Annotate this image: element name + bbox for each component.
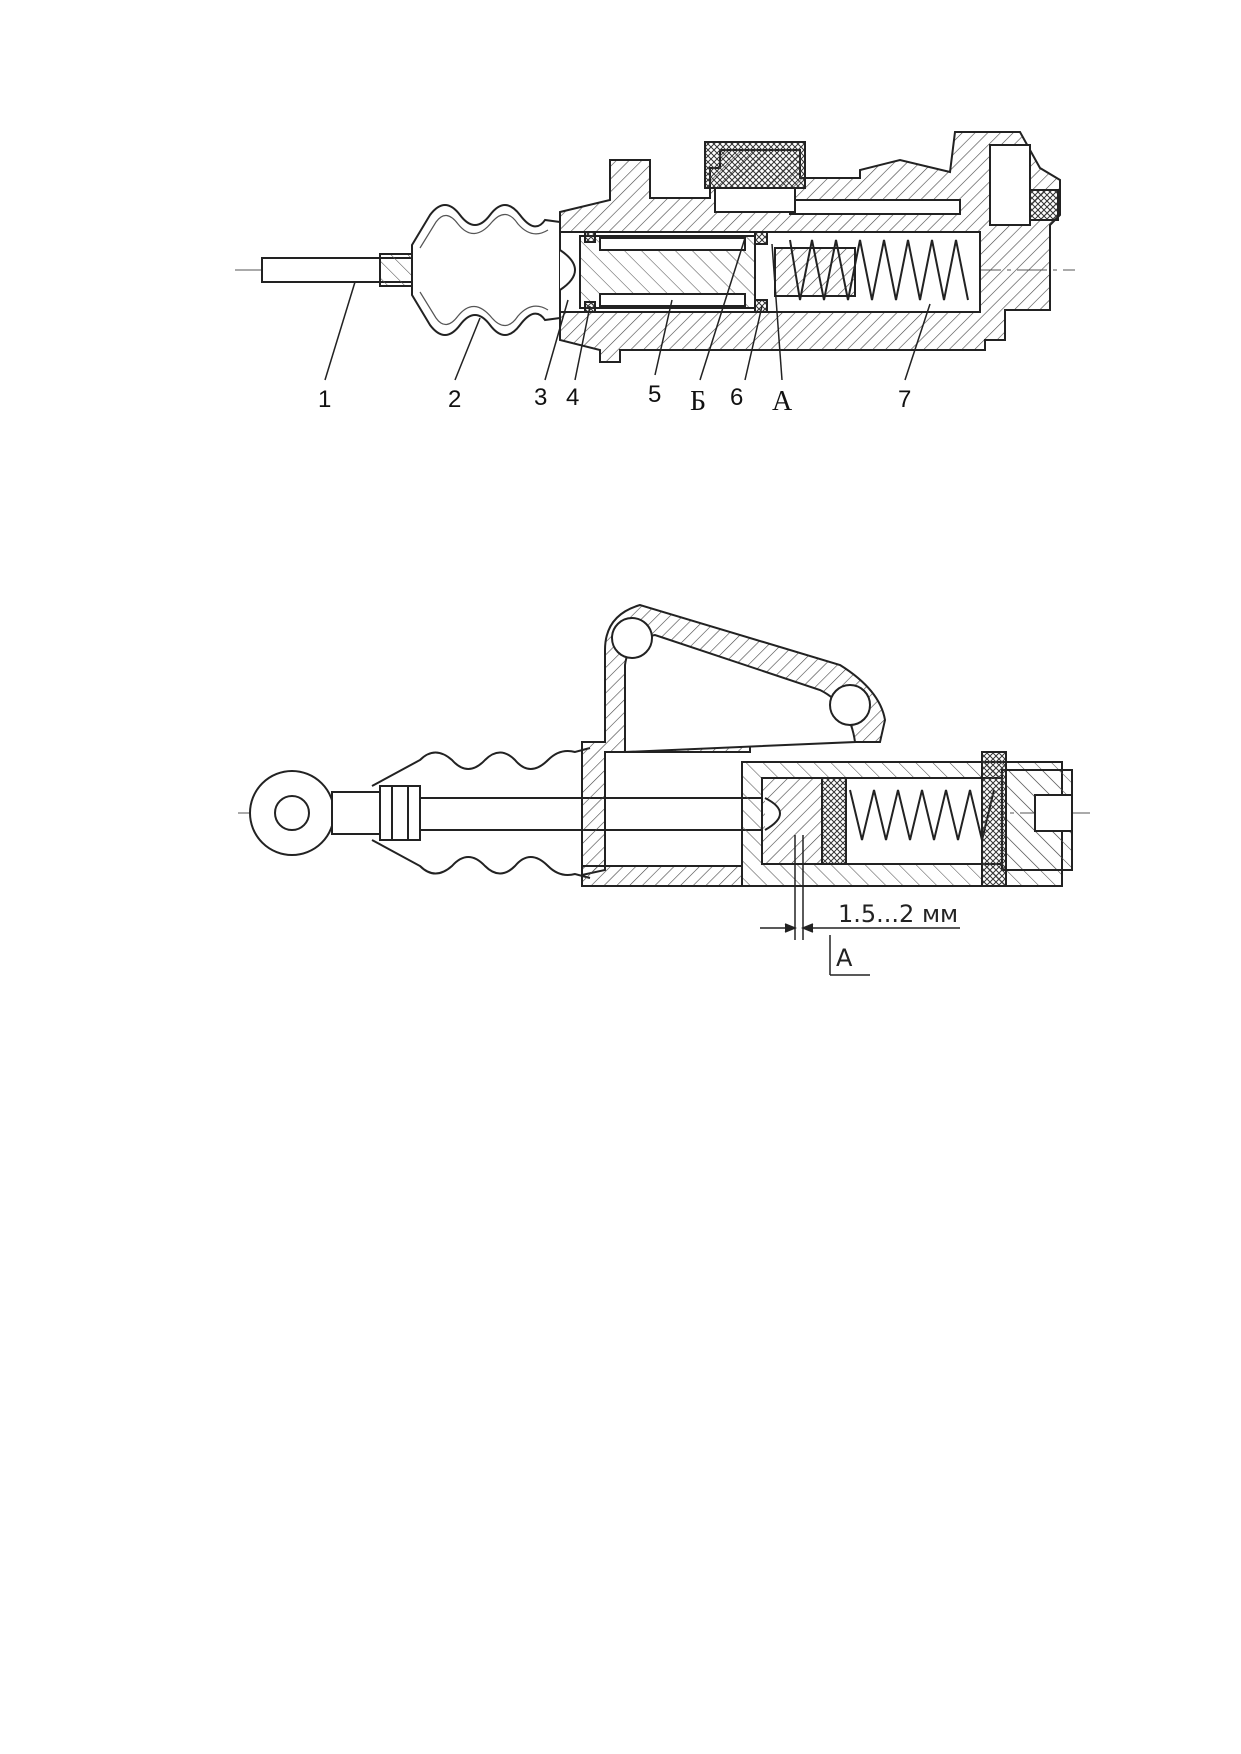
gap-dimension-value: 1.5...2 мм xyxy=(838,900,958,928)
label-A: А xyxy=(772,386,793,417)
label-1: 1 xyxy=(318,386,331,413)
seal-front-top xyxy=(754,231,768,245)
seal-rear-top xyxy=(584,231,596,243)
rod-ball xyxy=(764,797,781,831)
top-passage xyxy=(789,199,961,215)
end-nut xyxy=(981,751,1007,887)
rod-knurl xyxy=(379,253,413,287)
seal-2 xyxy=(821,777,847,865)
piston-groove-top xyxy=(599,237,746,251)
return-spring xyxy=(789,239,969,301)
label-B: Б xyxy=(690,386,706,417)
piston-groove-bottom xyxy=(599,293,746,307)
clevis-neck xyxy=(331,791,381,835)
label-4: 4 xyxy=(566,384,579,411)
labels-fig1: 1 2 3 4 5 Б 6 А 7 xyxy=(318,381,911,417)
figure-master-cylinder xyxy=(235,131,1075,363)
end-port xyxy=(1034,794,1073,832)
gap-dimension xyxy=(760,835,960,976)
mount-hole-1 xyxy=(611,617,653,659)
gap-label: А xyxy=(836,944,853,972)
reservoir-fitting xyxy=(714,187,796,213)
label-5: 5 xyxy=(648,381,661,408)
label-3: 3 xyxy=(534,384,547,411)
clevis-hole xyxy=(274,795,310,831)
boot-2 xyxy=(371,747,591,787)
figure-adjustment xyxy=(238,603,1090,887)
label-7: 7 xyxy=(898,386,911,413)
lock-nut xyxy=(379,785,421,841)
outlet-plug xyxy=(1029,189,1059,221)
outlet-port xyxy=(989,144,1031,226)
label-6: 6 xyxy=(730,384,743,411)
housing-band xyxy=(581,865,743,887)
leaders-fig1 xyxy=(324,237,931,381)
mount-hole-2 xyxy=(829,684,871,726)
label-2: 2 xyxy=(448,386,461,413)
return-spring-2 xyxy=(849,789,995,841)
rod-socket xyxy=(559,249,576,291)
reservoir-cap xyxy=(704,141,806,189)
